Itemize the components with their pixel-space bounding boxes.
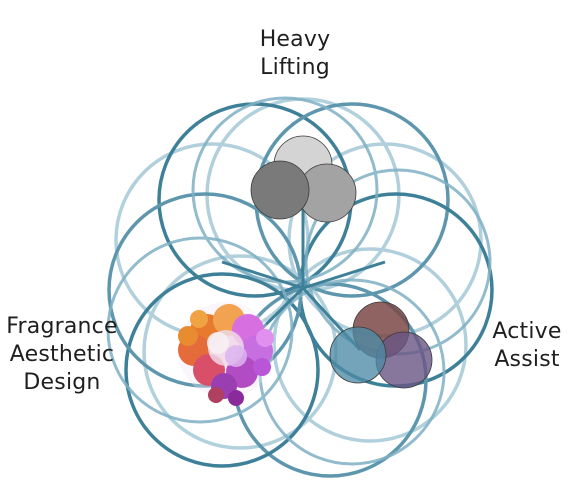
color-smoke-cloud-icon xyxy=(178,302,274,406)
label-line: Active xyxy=(492,319,562,344)
label-line: Design xyxy=(23,370,101,395)
label-line: Aesthetic xyxy=(9,342,115,367)
label-line: Fragrance xyxy=(6,314,118,339)
label-active-assist: Active Assist xyxy=(484,318,570,374)
label-heavy-lifting: Heavy Lifting xyxy=(235,26,355,82)
label-line: Assist xyxy=(494,347,560,372)
label-line: Heavy xyxy=(259,27,331,52)
ring xyxy=(124,272,320,468)
ring xyxy=(272,247,468,443)
colored-circles-cluster-icon xyxy=(329,301,433,389)
label-fragrance-aesthetic-design: Fragrance Aesthetic Design xyxy=(0,313,124,397)
label-line: Lifting xyxy=(260,55,330,80)
ring xyxy=(106,236,294,424)
gray-circles-cluster-icon xyxy=(250,135,357,223)
